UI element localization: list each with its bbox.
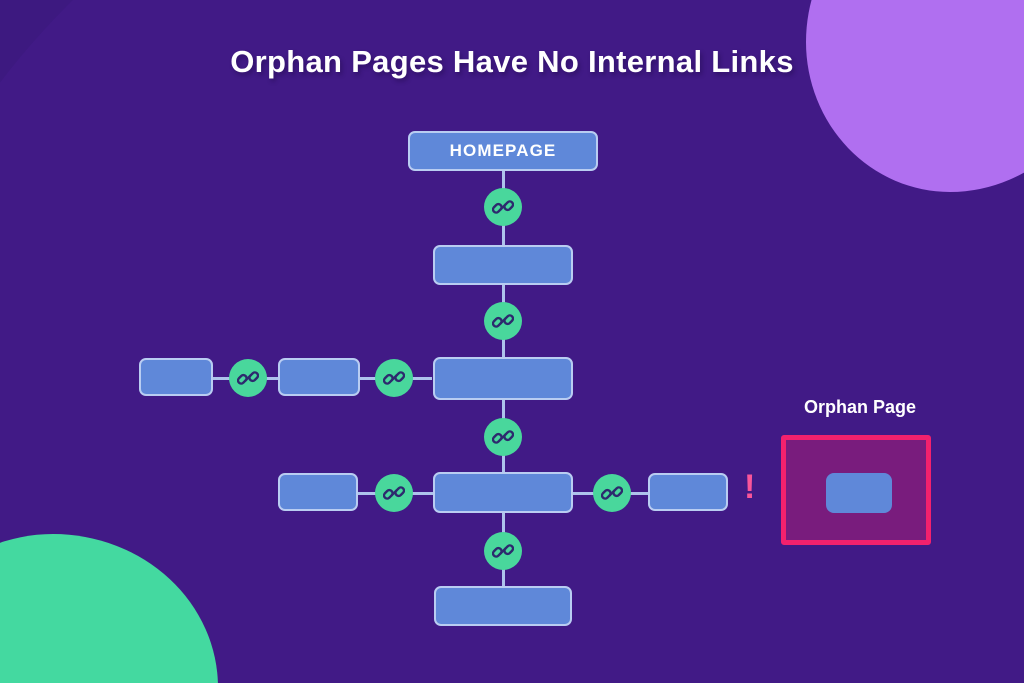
node-level-4-page-left[interactable]	[278, 473, 358, 511]
chain-link-icon	[383, 482, 405, 504]
orphan-page-highlight-box[interactable]	[781, 435, 931, 545]
node-level-3-page-left[interactable]	[278, 358, 360, 396]
node-level-4-page-right[interactable]	[648, 473, 728, 511]
chain-link-icon	[492, 310, 514, 332]
chain-link-icon	[492, 426, 514, 448]
chain-link-icon	[383, 367, 405, 389]
node-level-4-page-center[interactable]	[433, 472, 573, 513]
page-title: Orphan Pages Have No Internal Links	[230, 44, 794, 79]
node-homepage-label: HOMEPAGE	[449, 141, 557, 160]
link-badge-level4-to-level5[interactable]	[484, 532, 522, 570]
orphan-page-label: Orphan Page	[803, 397, 917, 417]
node-level-3-page-far-left[interactable]	[139, 358, 213, 396]
warning-exclamation-icon: !	[744, 468, 756, 506]
chain-link-icon	[237, 367, 259, 389]
orphan-page-node[interactable]	[826, 473, 892, 513]
link-badge-level3-left-to-far-left[interactable]	[229, 359, 267, 397]
node-level-3-page-center[interactable]	[433, 357, 573, 400]
chain-link-icon	[492, 540, 514, 562]
chain-link-icon	[601, 482, 623, 504]
link-badge-level4-center-to-left[interactable]	[375, 474, 413, 512]
chain-link-icon	[492, 196, 514, 218]
node-homepage[interactable]: HOMEPAGE	[408, 131, 598, 171]
link-badge-level3-center-to-left[interactable]	[375, 359, 413, 397]
link-badge-level4-center-to-right[interactable]	[593, 474, 631, 512]
node-level-2-page[interactable]	[433, 245, 573, 285]
link-badge-homepage-to-level2[interactable]	[484, 188, 522, 226]
node-level-5-page[interactable]	[434, 586, 572, 626]
link-badge-level2-to-level3[interactable]	[484, 302, 522, 340]
link-badge-level3-to-level4[interactable]	[484, 418, 522, 456]
